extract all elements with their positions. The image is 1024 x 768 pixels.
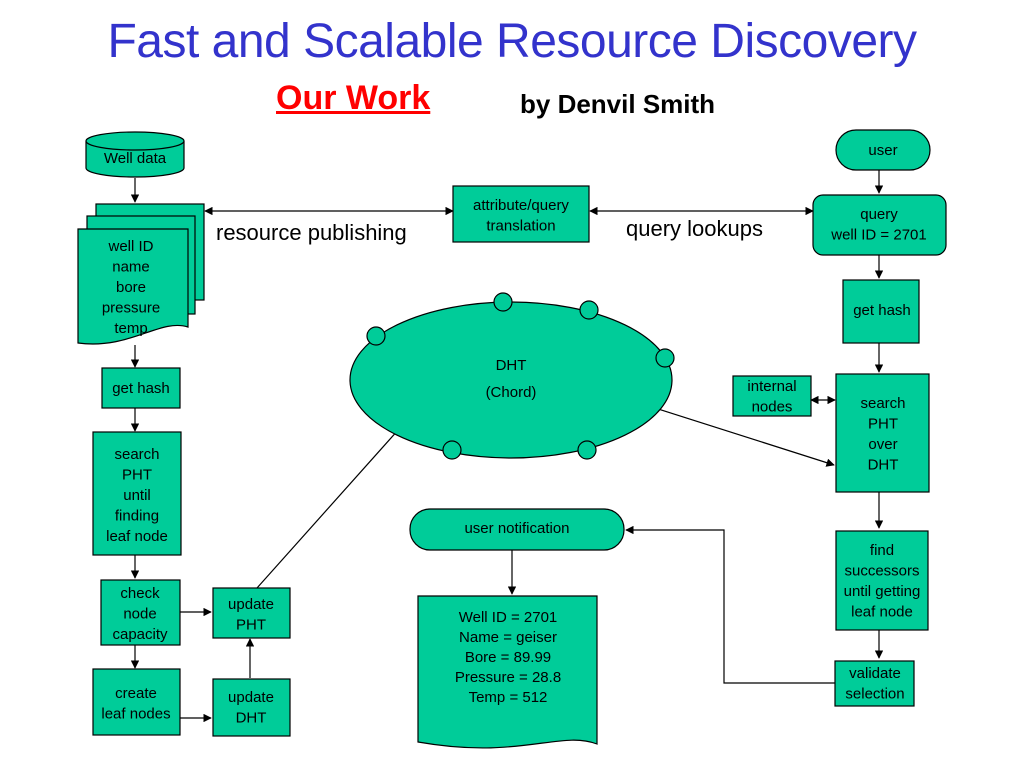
- user-label: user: [868, 142, 897, 159]
- query-node: [812, 194, 947, 256]
- dht-chord-ring: [349, 301, 673, 459]
- edge-validate-notification: [625, 525, 835, 684]
- well-fields-document: [77, 203, 205, 345]
- resource-publishing-label: resource publishing: [216, 220, 407, 245]
- get-hash-left-label: get hash: [112, 380, 170, 397]
- result-document: [417, 595, 598, 749]
- user-node: [835, 129, 931, 171]
- byline: by Denvil Smith: [520, 89, 716, 119]
- dht-peer: [655, 348, 675, 368]
- search-leaf-node: [92, 431, 182, 556]
- attr-translation-node: [452, 185, 590, 243]
- well-data-label: Well data: [104, 150, 167, 167]
- dht-peer: [579, 300, 599, 320]
- update-dht-node: [212, 678, 291, 737]
- well-data-node: [85, 131, 185, 178]
- get-hash-right-label: get hash: [853, 302, 911, 319]
- subtitle: Our Work: [276, 79, 431, 117]
- get-hash-left-node: [101, 367, 181, 409]
- internal-nodes-node: [732, 375, 812, 417]
- search-pht-node: [835, 373, 930, 493]
- get-hash-right-node: [842, 279, 920, 344]
- edge-dht-search-pht: [629, 398, 835, 467]
- find-successors-node: [835, 530, 929, 631]
- update-pht-node: [212, 587, 291, 639]
- validate-node: [834, 660, 915, 707]
- check-capacity-node: [100, 579, 181, 646]
- user-notification-node: [409, 508, 625, 551]
- edge-updatepht-dht: [256, 409, 417, 589]
- dht-peer: [577, 440, 597, 460]
- page-title: Fast and Scalable Resource Discovery: [107, 15, 917, 68]
- user-notification-label: user notification: [464, 520, 569, 537]
- dht-peer: [493, 292, 513, 312]
- query-lookups-label: query lookups: [626, 216, 763, 241]
- dht-peer: [366, 326, 386, 346]
- create-leaf-node: [92, 668, 181, 736]
- dht-label: DHT(Chord): [486, 357, 537, 401]
- dht-peer: [442, 440, 462, 460]
